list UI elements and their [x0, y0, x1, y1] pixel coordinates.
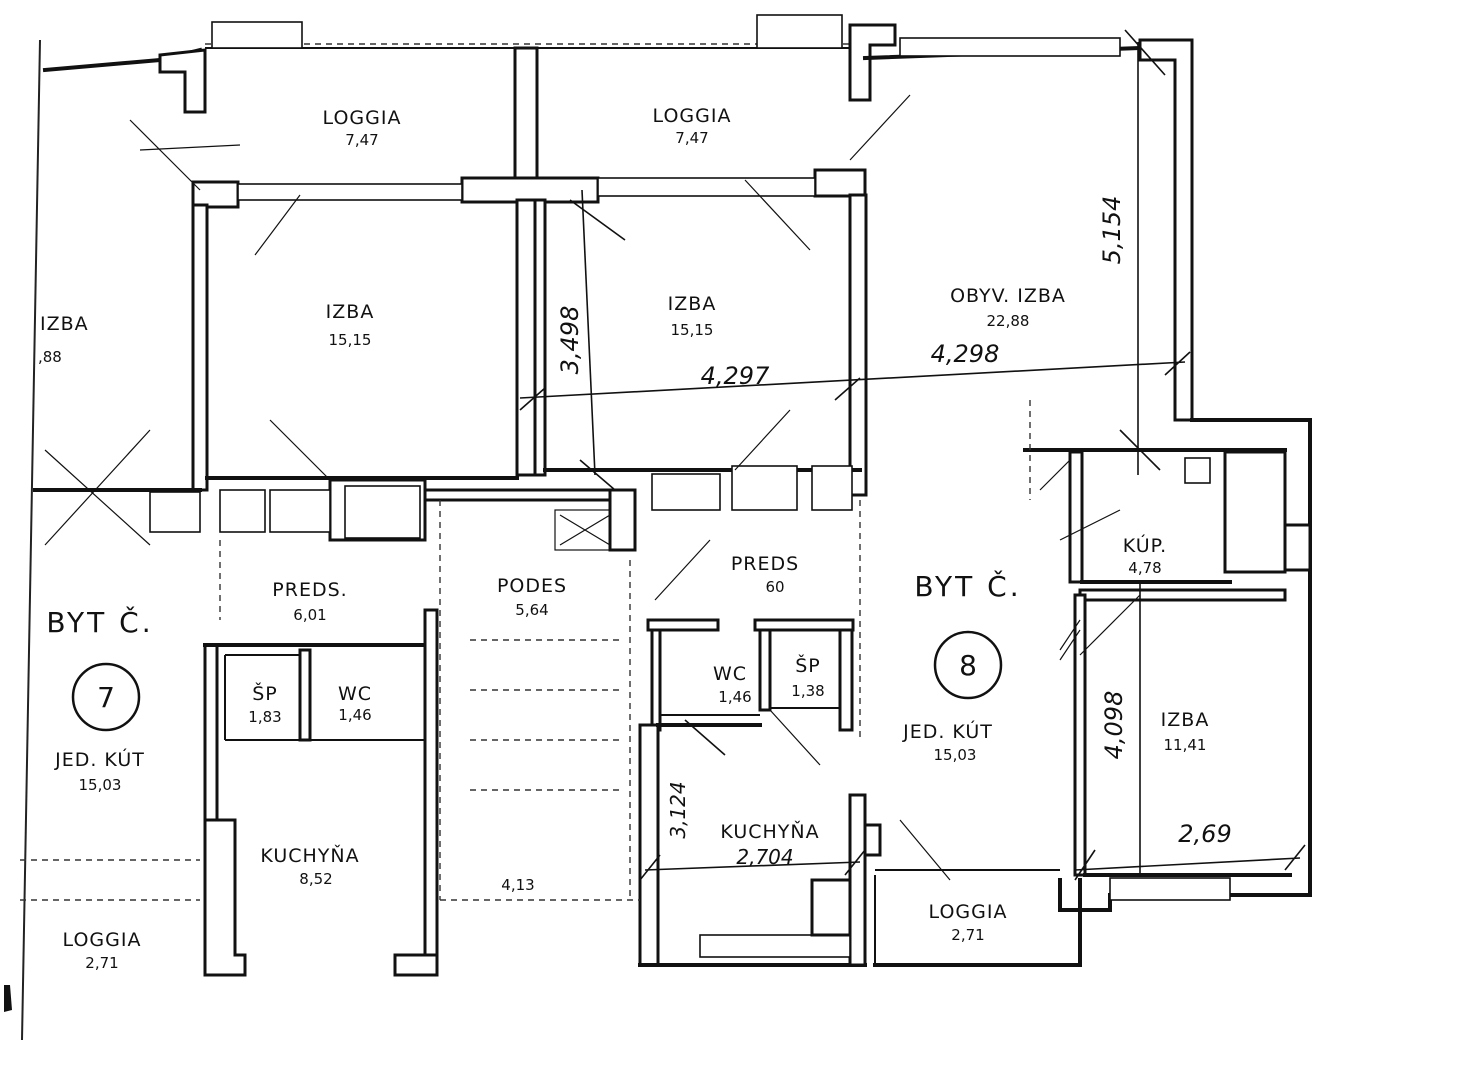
apartment-7-label: BYT Č.: [46, 605, 153, 639]
kuchyna-right-name: KUCHYŇA: [720, 820, 819, 843]
izba-far-left-area: ,88: [38, 348, 62, 366]
preds-left-area: 6,01: [293, 606, 326, 624]
dim-5154: 5,154: [1098, 196, 1126, 265]
loggia-bottom-right-area: 2,71: [951, 926, 984, 944]
izba-right-name: IZBA: [1161, 709, 1210, 731]
wc-left-name: WC: [338, 683, 372, 705]
dimension-values: 3,498 4,297 4,298 5,154 4,098 2,69 3,124: [556, 196, 1232, 848]
izba-mid-name: IZBA: [668, 293, 717, 315]
kuchyna-right-dim: 2,704: [736, 845, 793, 869]
loggia-bottom-right-name: LOGGIA: [929, 901, 1008, 923]
apartment-8-number: 8: [959, 649, 977, 682]
stair-value: 4,13: [501, 876, 534, 894]
dim-4298: 4,298: [931, 340, 1000, 368]
izba-left-name: IZBA: [326, 301, 375, 323]
sp-right-area: 1,38: [791, 682, 824, 700]
room-labels: LOGGIA 7,47 LOGGIA 7,47 IZBA ,88 IZBA 15…: [38, 105, 1210, 972]
jed-kut-right-name: JED. KÚT: [902, 719, 993, 743]
dimension-lines: [519, 29, 1306, 881]
wc-right-area: 1,46: [718, 688, 751, 706]
obyv-izba-area: 22,88: [987, 312, 1030, 330]
sp-left-area: 1,83: [248, 708, 281, 726]
wc-right-name: WC: [713, 663, 747, 685]
izba-far-left-name: IZBA: [40, 313, 89, 335]
apartment-markers: [71, 630, 1003, 732]
dim-4098: 4,098: [1100, 691, 1128, 760]
dim-4297: 4,297: [701, 362, 770, 390]
dim-269: 2,69: [1178, 820, 1231, 848]
loggia-left-name: LOGGIA: [323, 107, 402, 129]
dim-3498: 3,498: [556, 306, 584, 375]
sp-left-name: ŠP: [252, 681, 278, 705]
hatch-marks: [44, 94, 1141, 881]
kup-area: 4,78: [1128, 559, 1161, 577]
kuchyna-left-area: 8,52: [299, 870, 332, 888]
apartment-labels: BYT Č. 7 BYT Č. 8: [46, 569, 1021, 714]
izba-left-area: 15,15: [329, 331, 372, 349]
kup-name: KÚP.: [1123, 533, 1167, 557]
apartment-8-circle: [933, 630, 1003, 700]
apartment-7-number: 7: [97, 681, 115, 714]
loggia-left-area: 7,47: [345, 131, 378, 149]
izba-mid-area: 15,15: [671, 321, 714, 339]
loggia-bottom-left-name: LOGGIA: [63, 929, 142, 951]
jed-kut-left-area: 15,03: [79, 776, 122, 794]
wc-left-area: 1,46: [338, 706, 371, 724]
jed-kut-left-name: JED. KÚT: [54, 747, 145, 771]
obyv-izba-name: OBYV. IZBA: [950, 285, 1066, 307]
apartment-7-circle: [71, 662, 141, 732]
scan-edge: [4, 39, 41, 1041]
sp-right-name: ŠP: [795, 653, 821, 677]
preds-left-name: PREDS.: [272, 579, 347, 601]
podes-name: PODES: [497, 575, 567, 597]
apartment-8-label: BYT Č.: [914, 569, 1021, 603]
izba-right-area: 11,41: [1164, 736, 1207, 754]
guide-lines: [219, 400, 1031, 901]
preds-right-name: PREDS: [731, 553, 799, 575]
preds-right-area: 60: [765, 578, 784, 596]
dim-3124: 3,124: [666, 781, 690, 838]
walls: [20, 14, 1312, 977]
jed-kut-right-area: 15,03: [934, 746, 977, 764]
loggia-mid-name: LOGGIA: [653, 105, 732, 127]
kuchyna-left-name: KUCHYŇA: [260, 844, 359, 867]
podes-area: 5,64: [515, 601, 548, 619]
loggia-bottom-left-area: 2,71: [85, 954, 118, 972]
loggia-mid-area: 7,47: [675, 129, 708, 147]
